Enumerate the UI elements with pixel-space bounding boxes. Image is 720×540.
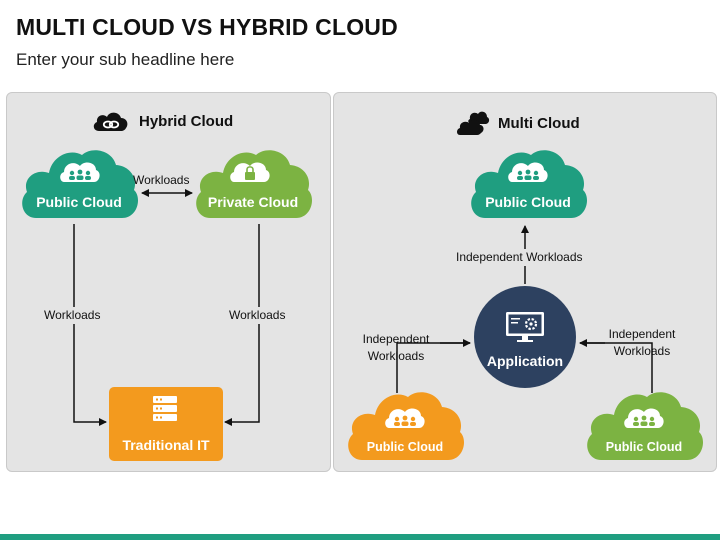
- server-icon: [153, 396, 177, 421]
- multi-public-cloud-top-label: Public Cloud: [485, 194, 571, 210]
- page-title: MULTI CLOUD VS HYBRID CLOUD: [16, 14, 398, 40]
- hybrid-public-cloud-label: Public Cloud: [36, 194, 122, 210]
- hybrid-public-cloud: Public Cloud: [22, 150, 138, 218]
- cloud-link-icon: [93, 112, 128, 131]
- hybrid-cloud-heading: Hybrid Cloud: [91, 109, 233, 133]
- users-icon: [624, 408, 664, 428]
- independent-right-line2: Workloads: [613, 344, 671, 358]
- traditional-it-box: Traditional IT: [109, 387, 223, 461]
- multi-public-cloud-top: Public Cloud: [471, 150, 587, 218]
- independent-left-line1: Independent: [362, 332, 430, 346]
- application-node: Application: [474, 286, 576, 388]
- traditional-it-label: Traditional IT: [122, 437, 210, 453]
- multi-public-cloud-left: Public Cloud: [348, 392, 464, 460]
- workloads-label-left: Workloads: [42, 307, 103, 324]
- users-icon: [385, 408, 425, 428]
- hybrid-private-cloud-label: Private Cloud: [208, 194, 298, 210]
- independent-workloads-right-label: Independent Workloads: [603, 326, 681, 360]
- users-icon: [60, 162, 100, 182]
- page-subtitle: Enter your sub headline here: [16, 50, 235, 69]
- independent-right-line1: Independent: [608, 327, 676, 341]
- hybrid-cloud-title: Hybrid Cloud: [139, 112, 234, 130]
- users-icon: [508, 162, 548, 182]
- multi-public-cloud-left-label: Public Cloud: [367, 440, 443, 454]
- footer-accent-bar: [0, 534, 720, 540]
- independent-workloads-left-label: Independent Workloads: [356, 331, 436, 365]
- independent-left-line2: Workloads: [367, 349, 425, 363]
- clouds-icon: [457, 111, 490, 135]
- hybrid-private-cloud: Private Cloud: [196, 150, 312, 218]
- multi-public-cloud-right-label: Public Cloud: [606, 440, 682, 454]
- multi-cloud-title: Multi Cloud: [498, 114, 580, 132]
- multi-public-cloud-right: Public Cloud: [587, 392, 703, 460]
- workloads-label-right: Workloads: [227, 307, 288, 324]
- lock-icon: [230, 162, 270, 182]
- independent-workloads-top-label: Independent Workloads: [454, 249, 585, 266]
- workloads-label-top: Workloads: [133, 173, 190, 187]
- right-workloads-connector: [224, 224, 260, 426]
- monitor-gear-icon: [506, 312, 544, 342]
- application-label: Application: [487, 353, 563, 369]
- multi-cloud-heading: Multi Cloud: [456, 109, 580, 137]
- left-workloads-connector: [73, 224, 107, 426]
